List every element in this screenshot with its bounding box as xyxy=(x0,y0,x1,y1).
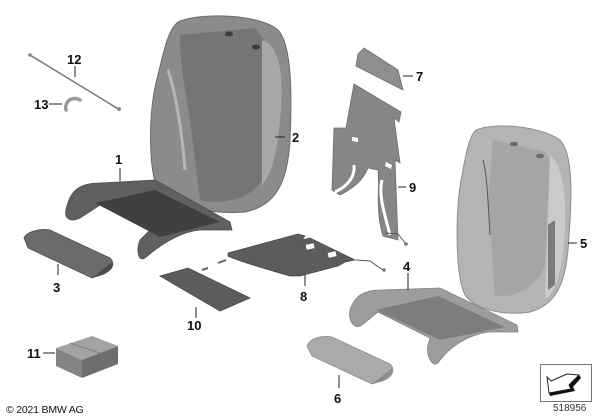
callout-1[interactable]: 1 xyxy=(115,152,123,167)
callout-5[interactable]: 5 xyxy=(580,236,588,251)
part-3-thigh-support-left[interactable] xyxy=(23,229,114,279)
part-2-backrest-left[interactable] xyxy=(150,15,292,214)
callout-3[interactable]: 3 xyxy=(53,280,61,295)
part-5-backrest-right[interactable] xyxy=(456,125,572,314)
part-6-thigh-support-right[interactable] xyxy=(306,336,394,385)
callout-6[interactable]: 6 xyxy=(334,391,342,406)
callout-11[interactable]: 11 xyxy=(27,346,41,361)
callout-2[interactable]: 2 xyxy=(292,130,300,145)
part-13-clip[interactable] xyxy=(64,96,82,112)
callout-10[interactable]: 10 xyxy=(187,318,202,333)
part-8-cushion-heating[interactable] xyxy=(217,233,386,277)
part-11-repair-kit-box[interactable] xyxy=(56,336,118,378)
copyright-text: © 2021 BMW AG xyxy=(6,404,84,416)
part-9-backrest-heating[interactable] xyxy=(331,83,408,246)
callout-7[interactable]: 7 xyxy=(416,69,424,84)
callout-9[interactable]: 9 xyxy=(409,180,417,195)
callout-8[interactable]: 8 xyxy=(300,289,308,304)
callout-4[interactable]: 4 xyxy=(403,259,411,274)
reference-number: 518956 xyxy=(553,403,587,414)
part-4-seat-cushion-right[interactable] xyxy=(349,287,519,365)
arrow-icon xyxy=(546,373,581,396)
callout-13[interactable]: 13 xyxy=(34,97,49,112)
part-12-wire-rod[interactable] xyxy=(28,53,121,111)
leader-lines xyxy=(43,66,577,388)
part-10-thigh-heating[interactable] xyxy=(158,267,251,312)
part-7-backrest-pad[interactable] xyxy=(355,47,404,91)
navigation-arrow-button[interactable] xyxy=(540,364,592,402)
callout-12[interactable]: 12 xyxy=(67,52,82,67)
part-1-seat-cushion-left[interactable] xyxy=(65,179,233,260)
